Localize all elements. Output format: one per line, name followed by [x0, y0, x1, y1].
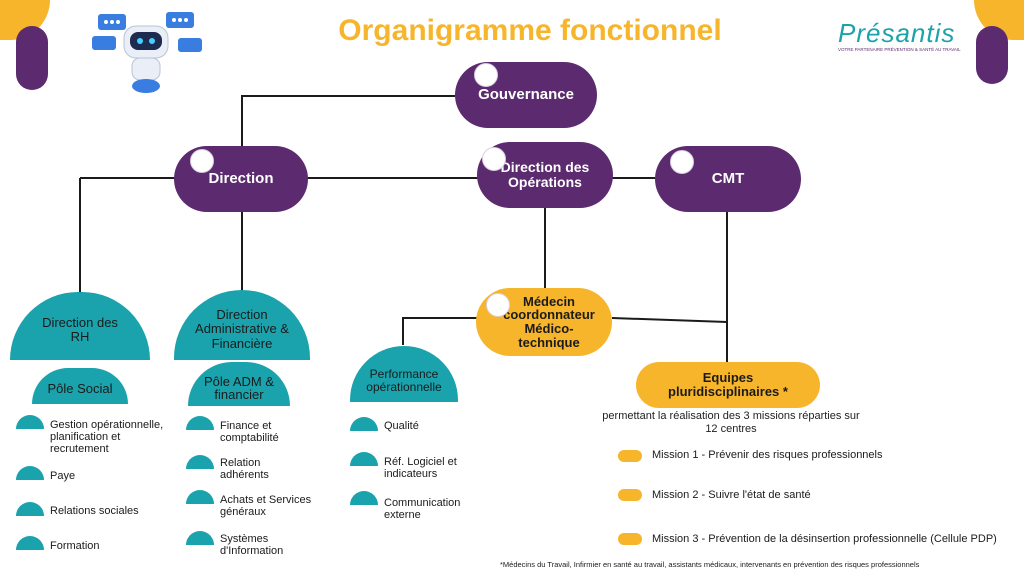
rh-item-3: Relations sociales — [50, 505, 139, 517]
adm-item-marker — [186, 531, 214, 545]
rh-item-4: Formation — [50, 540, 100, 552]
node-medecin-label: Médecin coordonnateur Médico-technique — [503, 293, 595, 350]
adm-item-marker — [186, 490, 214, 504]
rh-item-marker — [16, 466, 44, 480]
node-gouvernance-label: Gouvernance — [478, 86, 574, 104]
node-direction-operations-dot — [482, 147, 506, 171]
performance-title: Performance opérationnelle — [366, 367, 442, 395]
pole-adm-label: Pôle ADM & financier — [203, 373, 275, 403]
adm-item-3: Achats et Services généraux — [220, 494, 312, 519]
node-cmt-dot — [670, 150, 694, 174]
mission-3-marker — [618, 533, 642, 545]
pole-social-tag: Pôle Social — [32, 368, 128, 404]
mission-2-marker — [618, 489, 642, 501]
perf-item-2: Réf. Logiciel et indicateurs — [384, 456, 457, 481]
rh-item-marker — [16, 415, 44, 429]
mission-1-label: Mission 1 - Prévenir des risques profess… — [652, 449, 883, 461]
page-title: Organigramme fonctionnel — [338, 14, 722, 47]
adm-item-4: Systèmes d'Information — [220, 533, 284, 558]
node-gouvernance-dot — [474, 63, 498, 87]
corner-pill-right — [976, 26, 1008, 84]
node-direction-label: Direction — [208, 170, 274, 188]
adm-item-marker — [186, 416, 214, 430]
rh-item-2: Paye — [50, 470, 76, 482]
direction-adm-title: Direction Administrative & Financière — [195, 307, 289, 351]
mission-1-marker — [618, 450, 642, 462]
adm-item-1: Finance et comptabilité — [220, 420, 279, 445]
perf-item-marker — [350, 452, 378, 466]
node-medecin-dot — [486, 293, 510, 317]
mission-3-label: Mission 3 - Prévention de la désinsertio… — [652, 533, 997, 545]
footnote: *Médecins du Travail, Infirmier en santé… — [500, 560, 920, 569]
node-direction-operations-label: Direction des Opérations — [500, 159, 590, 190]
rh-item-marker — [16, 502, 44, 516]
pole-social-label: Pôle Social — [47, 381, 113, 396]
node-cmt-label: CMT — [711, 170, 745, 188]
node-medecin: Médecin coordonnateur Médico-technique — [476, 288, 612, 356]
adm-item-2: Relation adhérents — [220, 457, 269, 482]
node-gouvernance: Gouvernance — [455, 62, 597, 128]
corner-pill-left — [16, 26, 48, 90]
rh-item-marker — [16, 536, 44, 550]
logo-tagline: VOTRE PARTENAIRE PRÉVENTION & SANTÉ AU T… — [838, 47, 961, 52]
mission-2-label: Mission 2 - Suivre l'état de santé — [652, 489, 811, 501]
adm-item-marker — [186, 455, 214, 469]
node-equipes: Equipes pluridisciplinaires * — [636, 362, 820, 408]
robot-illustration — [92, 12, 202, 93]
equipes-description: permettant la réalisation des 3 missions… — [602, 410, 860, 435]
presantis-logo: Présantis VOTRE PARTENAIRE PRÉVENTION & … — [838, 18, 968, 52]
perf-item-3: Communication externe — [384, 497, 461, 522]
rh-item-1: Gestion opérationnelle, planification et… — [50, 419, 164, 456]
logo-wordmark: Présantis — [838, 18, 956, 48]
direction-rh-title: Direction des RH — [42, 315, 118, 345]
perf-item-marker — [350, 491, 378, 505]
perf-item-marker — [350, 417, 378, 431]
perf-item-1: Qualité — [384, 420, 419, 432]
node-direction-dot — [190, 149, 214, 173]
node-equipes-label: Equipes pluridisciplinaires * — [668, 370, 788, 399]
